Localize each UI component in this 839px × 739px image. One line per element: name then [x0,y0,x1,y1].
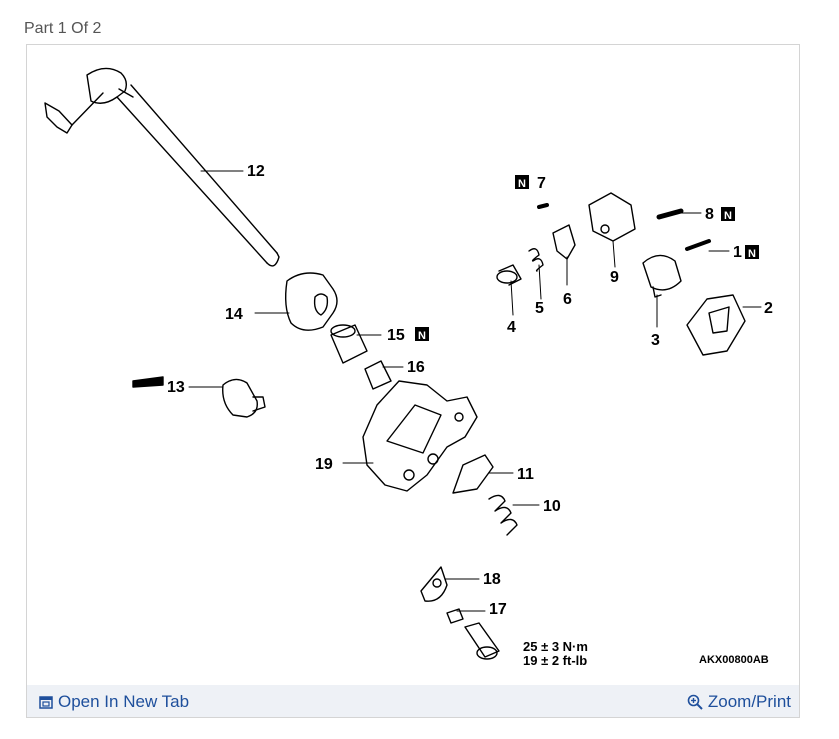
callout-6: 6 [563,291,572,308]
callout-7: 7 [537,175,546,192]
part-8-pin [656,208,684,220]
exploded-parts-diagram: 12 7 8 1 9 2 3 4 5 6 14 15 16 13 19 11 1… [44,67,773,668]
callout-10: 10 [543,498,561,515]
figure-code: AKX00800AB [699,654,769,666]
zoom-print-link[interactable]: Zoom/Print [687,692,791,712]
part-3-block [642,254,682,298]
callout-5: 5 [535,300,544,317]
part-13-pin [132,376,266,418]
new-part-mark-7: N [518,178,526,190]
callout-12: 12 [247,163,265,180]
callout-19: 19 [315,456,333,473]
part-11-plate [452,454,494,494]
callout-15: 15 [387,327,405,344]
callout-11: 11 [517,466,534,483]
part-5-spring [528,248,544,272]
zoom-print-label: Zoom/Print [707,692,791,711]
callout-14: 14 [225,306,243,323]
part-19-housing [362,380,478,492]
new-part-markers: N N N N [415,175,759,342]
callout-3: 3 [651,332,660,349]
callout-18: 18 [483,571,501,588]
open-in-new-tab-link[interactable]: Open In New Tab [39,692,189,712]
part-15-bushing [330,324,368,364]
part-bolt [464,622,500,660]
callout-8: 8 [705,206,714,223]
open-in-new-tab-label: Open In New Tab [58,692,190,711]
part-indicator: Part 1 Of 2 [24,20,102,37]
zoom-in-icon [687,694,703,710]
part-4-plunger [496,264,522,286]
diagram-footer: Open In New Tab Zoom/Print [27,685,799,717]
callout-16: 16 [407,359,425,376]
diagram-frame: 12 7 8 1 9 2 3 4 5 6 14 15 16 13 19 11 1… [26,44,800,718]
part-12-shaft [44,67,280,267]
part-7-pin [537,203,549,209]
part-16-bushing [364,360,392,390]
part-10-spring [488,494,518,536]
part-14-boot [284,272,338,331]
torque-spec-ftlb: 19 ± 2 ft-lb [523,653,587,668]
part-2-block [686,294,746,356]
new-part-mark-1: N [748,248,756,260]
torque-spec-nm: 25 ± 3 N·m [523,639,588,654]
part-9-block [588,192,636,242]
callout-13: 13 [167,379,185,396]
part-17-nut [446,608,464,624]
callout-1: 1 [733,244,742,261]
new-part-mark-15: N [418,330,426,342]
callout-2: 2 [764,300,773,317]
callout-4: 4 [507,319,516,336]
part-6-bracket [552,224,576,260]
part-18-washer [420,566,448,602]
new-part-mark-8: N [724,210,732,222]
part-1-pin [685,239,711,251]
callout-9: 9 [610,269,619,286]
callout-17: 17 [489,601,507,618]
open-tab-icon [39,695,53,709]
